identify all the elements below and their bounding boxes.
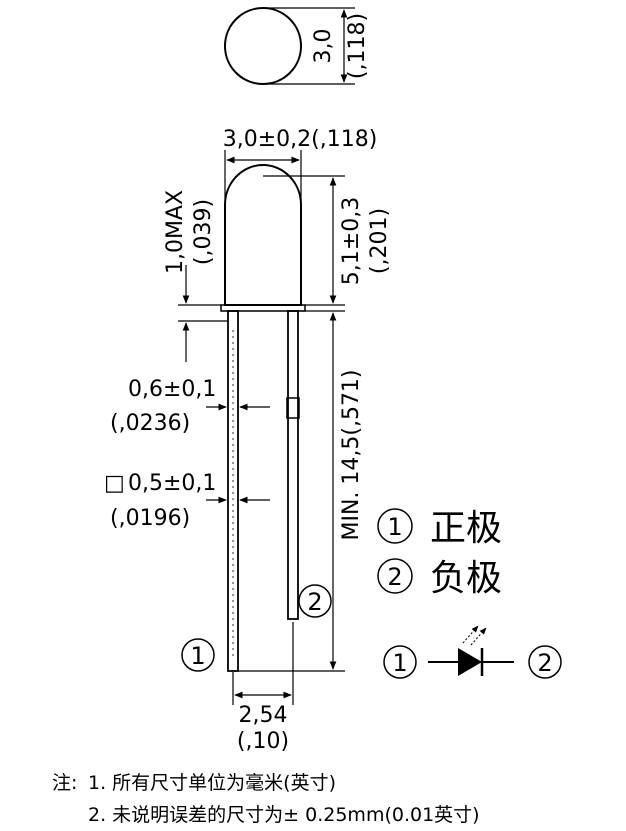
dim-lead-spacing: 2,54 (,10) <box>232 622 294 754</box>
pin1-circle <box>181 638 215 672</box>
lead-spacing-inch: (,10) <box>237 729 289 754</box>
symbol-cathode-number: 2 <box>537 649 552 677</box>
pin-markers: 1 2 <box>181 584 332 672</box>
pin2-number: 2 <box>307 588 322 616</box>
symbol-emission-arrow-2 <box>470 627 487 646</box>
top-view-diameter-inch: (,118) <box>345 13 370 79</box>
flange-max-label: 1,0MAX <box>163 190 188 274</box>
led-flange <box>220 304 306 312</box>
lead-anode <box>227 310 239 672</box>
body-width-label: 3,0±0,2(,118) <box>223 127 378 152</box>
led-schematic-symbol: 1 2 <box>383 625 562 679</box>
dim-flange-max: 1,0MAX (,039) <box>163 190 228 362</box>
dim-lead-square: □ 0,5±0,1 (,0196) <box>104 471 270 531</box>
lead-dia-inch: (,0236) <box>110 411 190 436</box>
leads <box>227 310 300 672</box>
symbol-anode-circle <box>383 645 417 679</box>
flange-max-inch: (,039) <box>191 199 216 265</box>
lead-dia-label: 0,6±0,1 <box>128 377 216 402</box>
dim-lead-length: MIN. 14,5(,571) <box>238 310 364 672</box>
lead-length-label: MIN. 14,5(,571) <box>339 369 364 540</box>
body-height-inch: (,201) <box>367 208 392 274</box>
symbol-anode-number: 1 <box>392 649 407 677</box>
symbol-diode-triangle <box>458 648 482 676</box>
lead-cathode <box>287 310 299 620</box>
legend-2-circle <box>377 558 413 594</box>
polarity-legend: 1 正极 2 负极 <box>377 508 502 599</box>
lead-square-inch: (,0196) <box>110 506 190 531</box>
legend-2-label: 负极 <box>430 558 502 599</box>
pin2-circle <box>298 584 332 618</box>
legend-1-label: 正极 <box>430 508 502 549</box>
top-view: 3,0 (,118) <box>224 7 370 85</box>
note-line-2: 2. 未说明误差的尺寸为± 0.25mm(0.01英寸) <box>88 804 480 826</box>
body-height-label: 5,1±0,3 <box>339 197 364 285</box>
top-view-circle <box>224 7 302 85</box>
symbol-cathode-circle <box>528 645 562 679</box>
legend-1-circle <box>377 508 413 544</box>
top-view-diameter: 3,0 <box>311 29 336 64</box>
pin1-number: 1 <box>190 642 205 670</box>
legend-2-number: 2 <box>387 563 402 591</box>
led-dome <box>224 164 302 306</box>
legend-1-number: 1 <box>387 513 402 541</box>
lead-square-label: 0,5±0,1 <box>128 471 216 496</box>
notes-label: 注: <box>52 772 78 794</box>
dim-body-width: 3,0±0,2(,118) <box>223 127 378 200</box>
symbol-emission-arrow-1 <box>462 625 479 644</box>
lead-kink <box>286 397 300 419</box>
lead-square-symbol: □ <box>104 471 125 496</box>
note-line-1: 1. 所有尺寸单位为毫米(英寸) <box>88 772 336 794</box>
lead-spacing-label: 2,54 <box>239 703 288 728</box>
dim-lead-dia: 0,6±0,1 (,0236) <box>110 377 270 436</box>
dim-body-height: 5,1±0,3 (,201) <box>263 175 392 306</box>
led-body <box>220 164 306 312</box>
